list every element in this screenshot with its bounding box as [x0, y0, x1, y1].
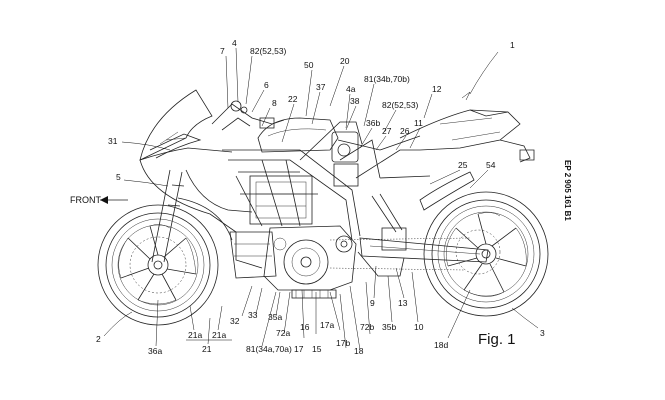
label-6: 6 [264, 80, 269, 90]
label-25: 25 [458, 160, 468, 170]
leader-lines [103, 47, 539, 351]
label-32: 32 [230, 316, 240, 326]
arrow-left-icon [100, 196, 108, 204]
label-2: 2 [96, 334, 101, 344]
label-17b: 17b [336, 338, 350, 348]
label-81-bottom: 81(34a,70a) [246, 344, 292, 354]
label-21a-right: 21a [212, 330, 226, 340]
label-81-top: 81(34b,70b) [364, 74, 410, 84]
swingarm [329, 171, 489, 277]
label-3: 3 [540, 328, 545, 338]
figure-caption: Fig. 1 [478, 331, 516, 348]
body-fairing [139, 89, 535, 279]
frame [222, 121, 431, 241]
label-18: 18 [354, 346, 364, 356]
label-16: 16 [300, 322, 310, 332]
rear-wheel [423, 191, 549, 317]
label-26: 26 [400, 126, 410, 136]
label-4: 4 [232, 38, 237, 48]
label-37: 37 [316, 82, 326, 92]
label-22: 22 [288, 94, 298, 104]
front-label: FRONT [70, 195, 101, 205]
label-31: 31 [108, 136, 118, 146]
label-20: 20 [340, 56, 350, 66]
label-35a: 35a [268, 312, 282, 322]
patent-number: EP 2 905 161 B1 [563, 160, 572, 221]
label-36a: 36a [148, 346, 162, 356]
handlebar [211, 100, 285, 131]
label-13: 13 [398, 298, 408, 308]
label-72b: 72b [360, 322, 374, 332]
label-21: 21 [202, 344, 212, 354]
label-11: 11 [414, 118, 423, 128]
label-17: 17 [294, 344, 304, 354]
label-8: 8 [272, 98, 277, 108]
label-4a: 4a [346, 84, 356, 94]
label-82-left: 82(52,53) [250, 46, 287, 56]
reference-labels: 1 2 3 4 4a 5 6 7 8 9 10 11 12 13 15 16 1… [96, 38, 545, 356]
label-33: 33 [248, 310, 258, 320]
label-50: 50 [304, 60, 314, 70]
label-54: 54 [486, 160, 496, 170]
label-15: 15 [312, 344, 322, 354]
engine [263, 131, 359, 299]
front-direction-indicator: FRONT [70, 195, 128, 205]
label-10: 10 [414, 322, 424, 332]
label-7: 7 [220, 46, 225, 56]
label-72a: 72a [276, 328, 290, 338]
front-wheel [97, 204, 219, 326]
label-17a: 17a [320, 320, 334, 330]
label-21a-left: 21a [188, 330, 202, 340]
label-5: 5 [116, 172, 121, 182]
label-1: 1 [510, 40, 515, 50]
front-fork [151, 169, 233, 263]
label-12: 12 [432, 84, 442, 94]
label-36b: 36b [366, 118, 380, 128]
label-9: 9 [370, 298, 375, 308]
label-18d: 18d [434, 340, 448, 350]
label-38: 38 [350, 96, 360, 106]
label-27: 27 [382, 126, 392, 136]
label-82-right: 82(52,53) [382, 100, 419, 110]
label-35b: 35b [382, 322, 396, 332]
